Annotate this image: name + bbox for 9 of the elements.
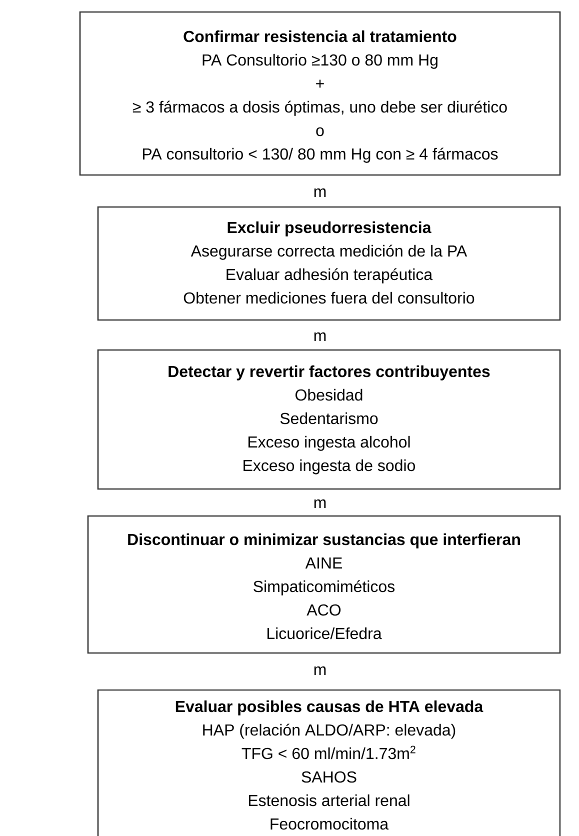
down-marker: m — [314, 188, 326, 197]
down-marker: m — [314, 666, 326, 675]
process-box: Confirmar resistencia al tratamiento PA Consultorio ≥130 o 80 mm Hg + ≥ 3 fármacos a dosis óptimas, uno debe ser diurético o PA consultorio < 130/ 80 mm Hg con ≥ 4 fármacos — [79, 11, 561, 176]
process-box: Detectar y revertir factores contribuyentes Obesidad Sedentarismo Exceso ingesta alcohol Exceso ingesta de sodio — [97, 349, 561, 490]
process-box: Excluir pseudorresistencia Asegurarse correcta medición de la PA Evaluar adhesión terapéutica Obtener mediciones fuera del consultorio — [97, 206, 561, 321]
process-box: Evaluar posibles causas de HTA elevada HAP (relación ALDO/ARP: elevada) TFG < 60 ml/min/1.73m$^{2}$ SAHOS Estenosis arterial renal Feocromocitoma — [97, 689, 561, 836]
down-marker: m — [314, 332, 326, 341]
process-box: Discontinuar o minimizar sustancias que interfieran AINE Simpaticomiméticos ACO Licuorice/Efedra — [87, 515, 561, 654]
down-marker: m — [314, 499, 326, 508]
